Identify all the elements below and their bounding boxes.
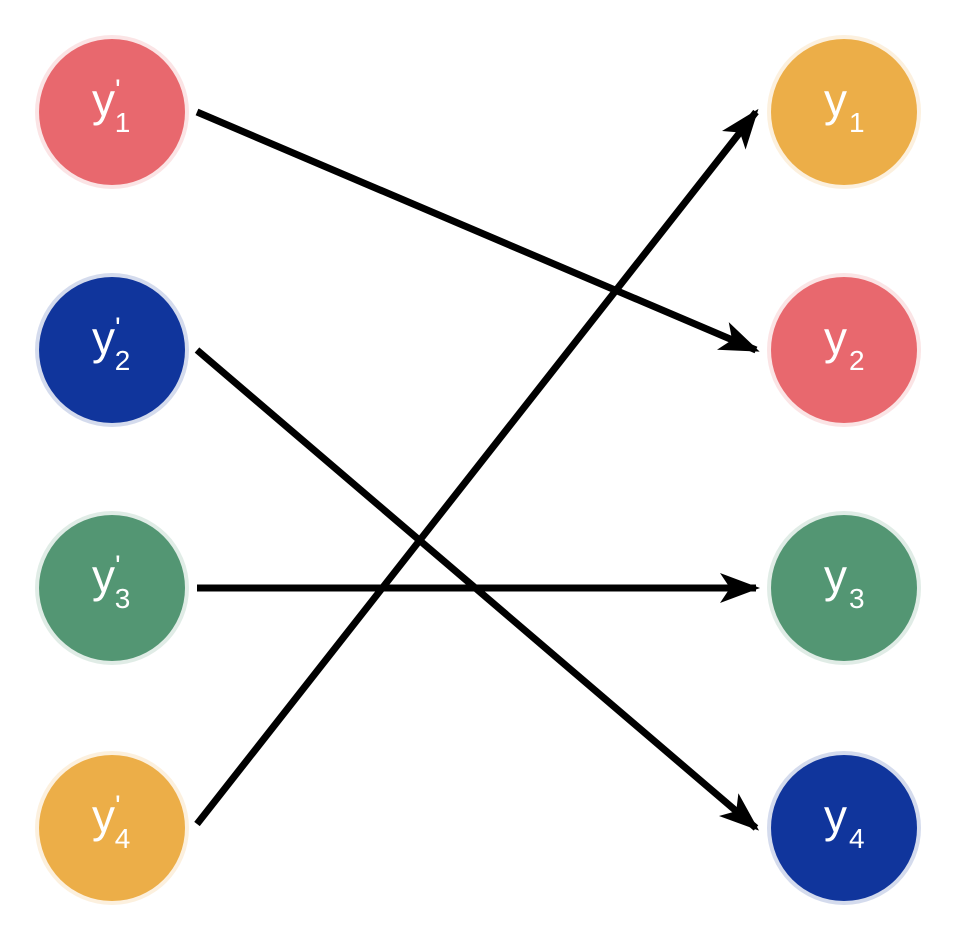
node-circle: [39, 755, 185, 901]
node-label: y'2: [92, 312, 130, 376]
node-label: y'3: [92, 550, 130, 614]
node-label-subscript: 2: [849, 345, 865, 376]
node-label: y1: [824, 74, 865, 138]
node-yp4: y'4: [35, 751, 189, 905]
node-label-base: y: [92, 312, 115, 364]
node-label-base: y: [824, 312, 847, 364]
node-label: y4: [824, 790, 865, 854]
node-label-prime: ': [115, 790, 121, 823]
node-label-base: y: [92, 790, 115, 842]
node-circle: [771, 277, 917, 423]
node-label: y2: [824, 312, 865, 376]
node-yp2: y'2: [35, 273, 189, 427]
node-circle: [39, 277, 185, 423]
node-label-prime: ': [115, 550, 121, 583]
node-label-subscript: 3: [849, 583, 865, 614]
edges-layer: [194, 108, 760, 831]
node-label-subscript: 4: [115, 823, 131, 854]
node-y2: y2: [767, 273, 921, 427]
node-yp1: y'1: [35, 35, 189, 189]
node-label-subscript: 1: [849, 107, 865, 138]
node-label-base: y: [824, 550, 847, 602]
node-label: y'1: [92, 74, 130, 138]
node-label: y3: [824, 550, 865, 614]
node-label-base: y: [824, 790, 847, 842]
node-label-base: y: [824, 74, 847, 126]
node-circle: [771, 755, 917, 901]
node-circle: [39, 515, 185, 661]
node-label-prime: ': [115, 312, 121, 345]
node-y4: y4: [767, 751, 921, 905]
node-circle: [771, 515, 917, 661]
node-label-prime: ': [115, 74, 121, 107]
edge-yp4-to-y1: [194, 108, 759, 827]
node-label-subscript: 4: [849, 823, 865, 854]
node-label: y'4: [92, 790, 130, 854]
node-label-base: y: [92, 74, 115, 126]
node-label-subscript: 1: [115, 107, 131, 138]
node-y3: y3: [767, 511, 921, 665]
node-y1: y1: [767, 35, 921, 189]
node-yp3: y'3: [35, 511, 189, 665]
node-label-base: y: [92, 550, 115, 602]
node-label-subscript: 3: [115, 583, 131, 614]
node-label-subscript: 2: [115, 345, 131, 376]
node-circle: [771, 39, 917, 185]
edge-yp1-to-y2: [195, 108, 760, 354]
node-circle: [39, 39, 185, 185]
